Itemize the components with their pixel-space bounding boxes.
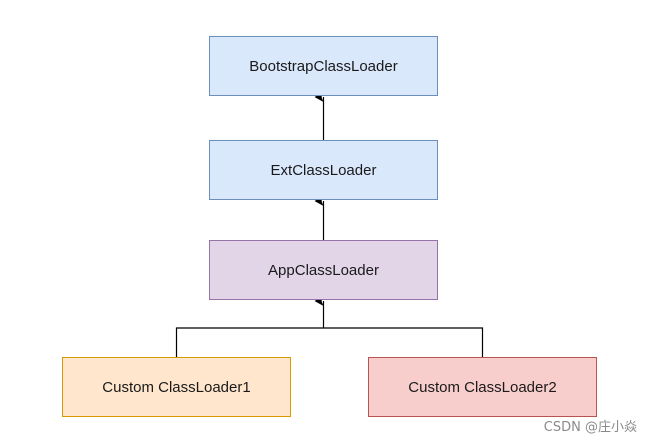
node-label: Custom ClassLoader2 [408,378,557,396]
node-app-class-loader: AppClassLoader [209,240,438,300]
watermark: CSDN @庄小焱 [543,420,637,435]
edge-custom2-to-app [323,327,484,357]
node-label: ExtClassLoader [270,161,377,179]
node-ext-class-loader: ExtClassLoader [209,140,438,200]
node-custom-class-loader-2: Custom ClassLoader2 [368,357,597,417]
edge-custom1-to-app [175,327,324,357]
node-bootstrap-class-loader: BootstrapClassLoader [209,36,438,96]
node-label: AppClassLoader [268,261,379,279]
node-label: Custom ClassLoader1 [102,378,251,396]
node-custom-class-loader-1: Custom ClassLoader1 [62,357,291,417]
node-label: BootstrapClassLoader [249,57,398,75]
